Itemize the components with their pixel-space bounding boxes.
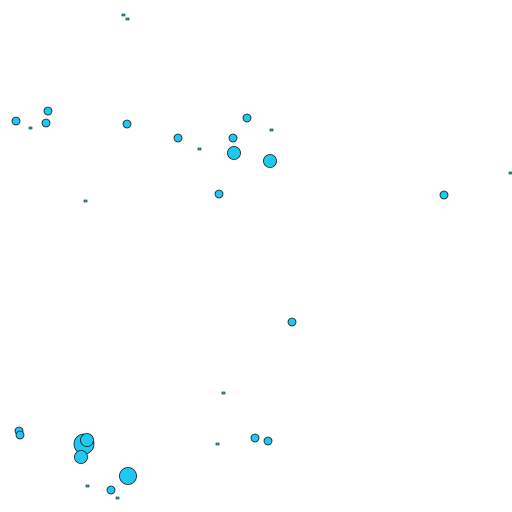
square-marker-icon[interactable]	[197, 147, 202, 151]
circle-marker-icon[interactable]	[250, 433, 260, 443]
circle-marker-icon[interactable]	[41, 118, 51, 128]
square-marker-icon[interactable]	[85, 484, 90, 488]
circle-marker-icon[interactable]	[228, 133, 238, 143]
circle-marker-icon[interactable]	[263, 436, 273, 446]
square-marker-icon[interactable]	[215, 442, 220, 446]
circle-marker-icon[interactable]	[439, 190, 449, 200]
circle-marker-icon[interactable]	[43, 106, 53, 116]
circle-marker-icon[interactable]	[227, 146, 241, 160]
circle-marker-icon[interactable]	[214, 189, 224, 199]
circle-marker-icon[interactable]	[122, 119, 132, 129]
circle-marker-icon[interactable]	[173, 133, 183, 143]
square-marker-icon[interactable]	[221, 391, 226, 395]
square-marker-icon[interactable]	[28, 126, 33, 130]
circle-markers	[11, 106, 449, 495]
circle-marker-icon[interactable]	[263, 154, 277, 168]
circle-marker-icon[interactable]	[287, 317, 297, 327]
square-marker-icon[interactable]	[115, 496, 120, 500]
circle-marker-icon[interactable]	[80, 433, 94, 447]
square-marker-icon[interactable]	[508, 171, 512, 175]
square-marker-icon[interactable]	[269, 128, 274, 132]
circle-marker-icon[interactable]	[74, 450, 88, 464]
square-marker-icon[interactable]	[83, 199, 88, 203]
square-markers	[28, 13, 512, 500]
circle-marker-icon[interactable]	[11, 116, 21, 126]
circle-marker-icon[interactable]	[106, 485, 116, 495]
circle-marker-icon[interactable]	[15, 430, 25, 440]
circle-marker-icon[interactable]	[242, 113, 252, 123]
square-marker-icon[interactable]	[125, 17, 130, 21]
square-marker-icon[interactable]	[121, 13, 126, 17]
circle-marker-icon[interactable]	[119, 467, 137, 485]
